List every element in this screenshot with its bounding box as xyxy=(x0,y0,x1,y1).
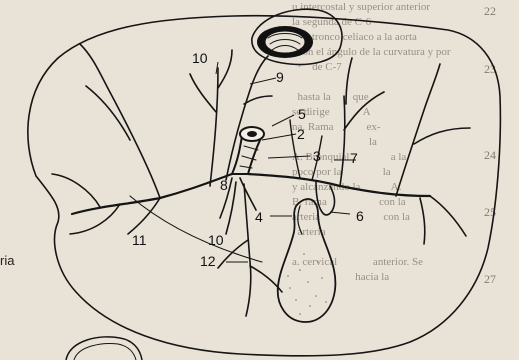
label-11: 11 xyxy=(132,232,147,248)
liver-fissure xyxy=(130,196,262,262)
label-4: 4 xyxy=(255,209,263,225)
label-10-bottom: 10 xyxy=(208,232,224,248)
label-6: 6 xyxy=(356,208,364,224)
left-hepatic-branch xyxy=(72,174,232,214)
label-8: 8 xyxy=(220,177,228,193)
vessel-right-lower xyxy=(420,196,466,244)
cutoff-figure-fragment xyxy=(60,330,150,360)
vessel-segment-7 xyxy=(340,58,384,186)
liver-outline xyxy=(28,16,501,356)
vessel-left-lower xyxy=(52,174,120,234)
vessel-left-upper xyxy=(80,44,160,198)
label-12: 12 xyxy=(200,253,216,269)
vessel-segment-10-upper xyxy=(190,50,232,186)
label-7: 7 xyxy=(350,150,358,166)
vessel-segment-12 xyxy=(218,184,282,316)
label-10-top: 10 xyxy=(192,50,208,66)
vessel-segment-9 xyxy=(226,56,272,180)
label-2: 2 xyxy=(297,126,305,142)
label-5: 5 xyxy=(298,106,306,122)
label-9: 9 xyxy=(276,69,284,85)
label-3: 3 xyxy=(313,148,321,164)
gallbladder xyxy=(278,199,336,322)
vessel-right-upper xyxy=(396,64,470,196)
vessel-segment-6 xyxy=(316,182,335,215)
